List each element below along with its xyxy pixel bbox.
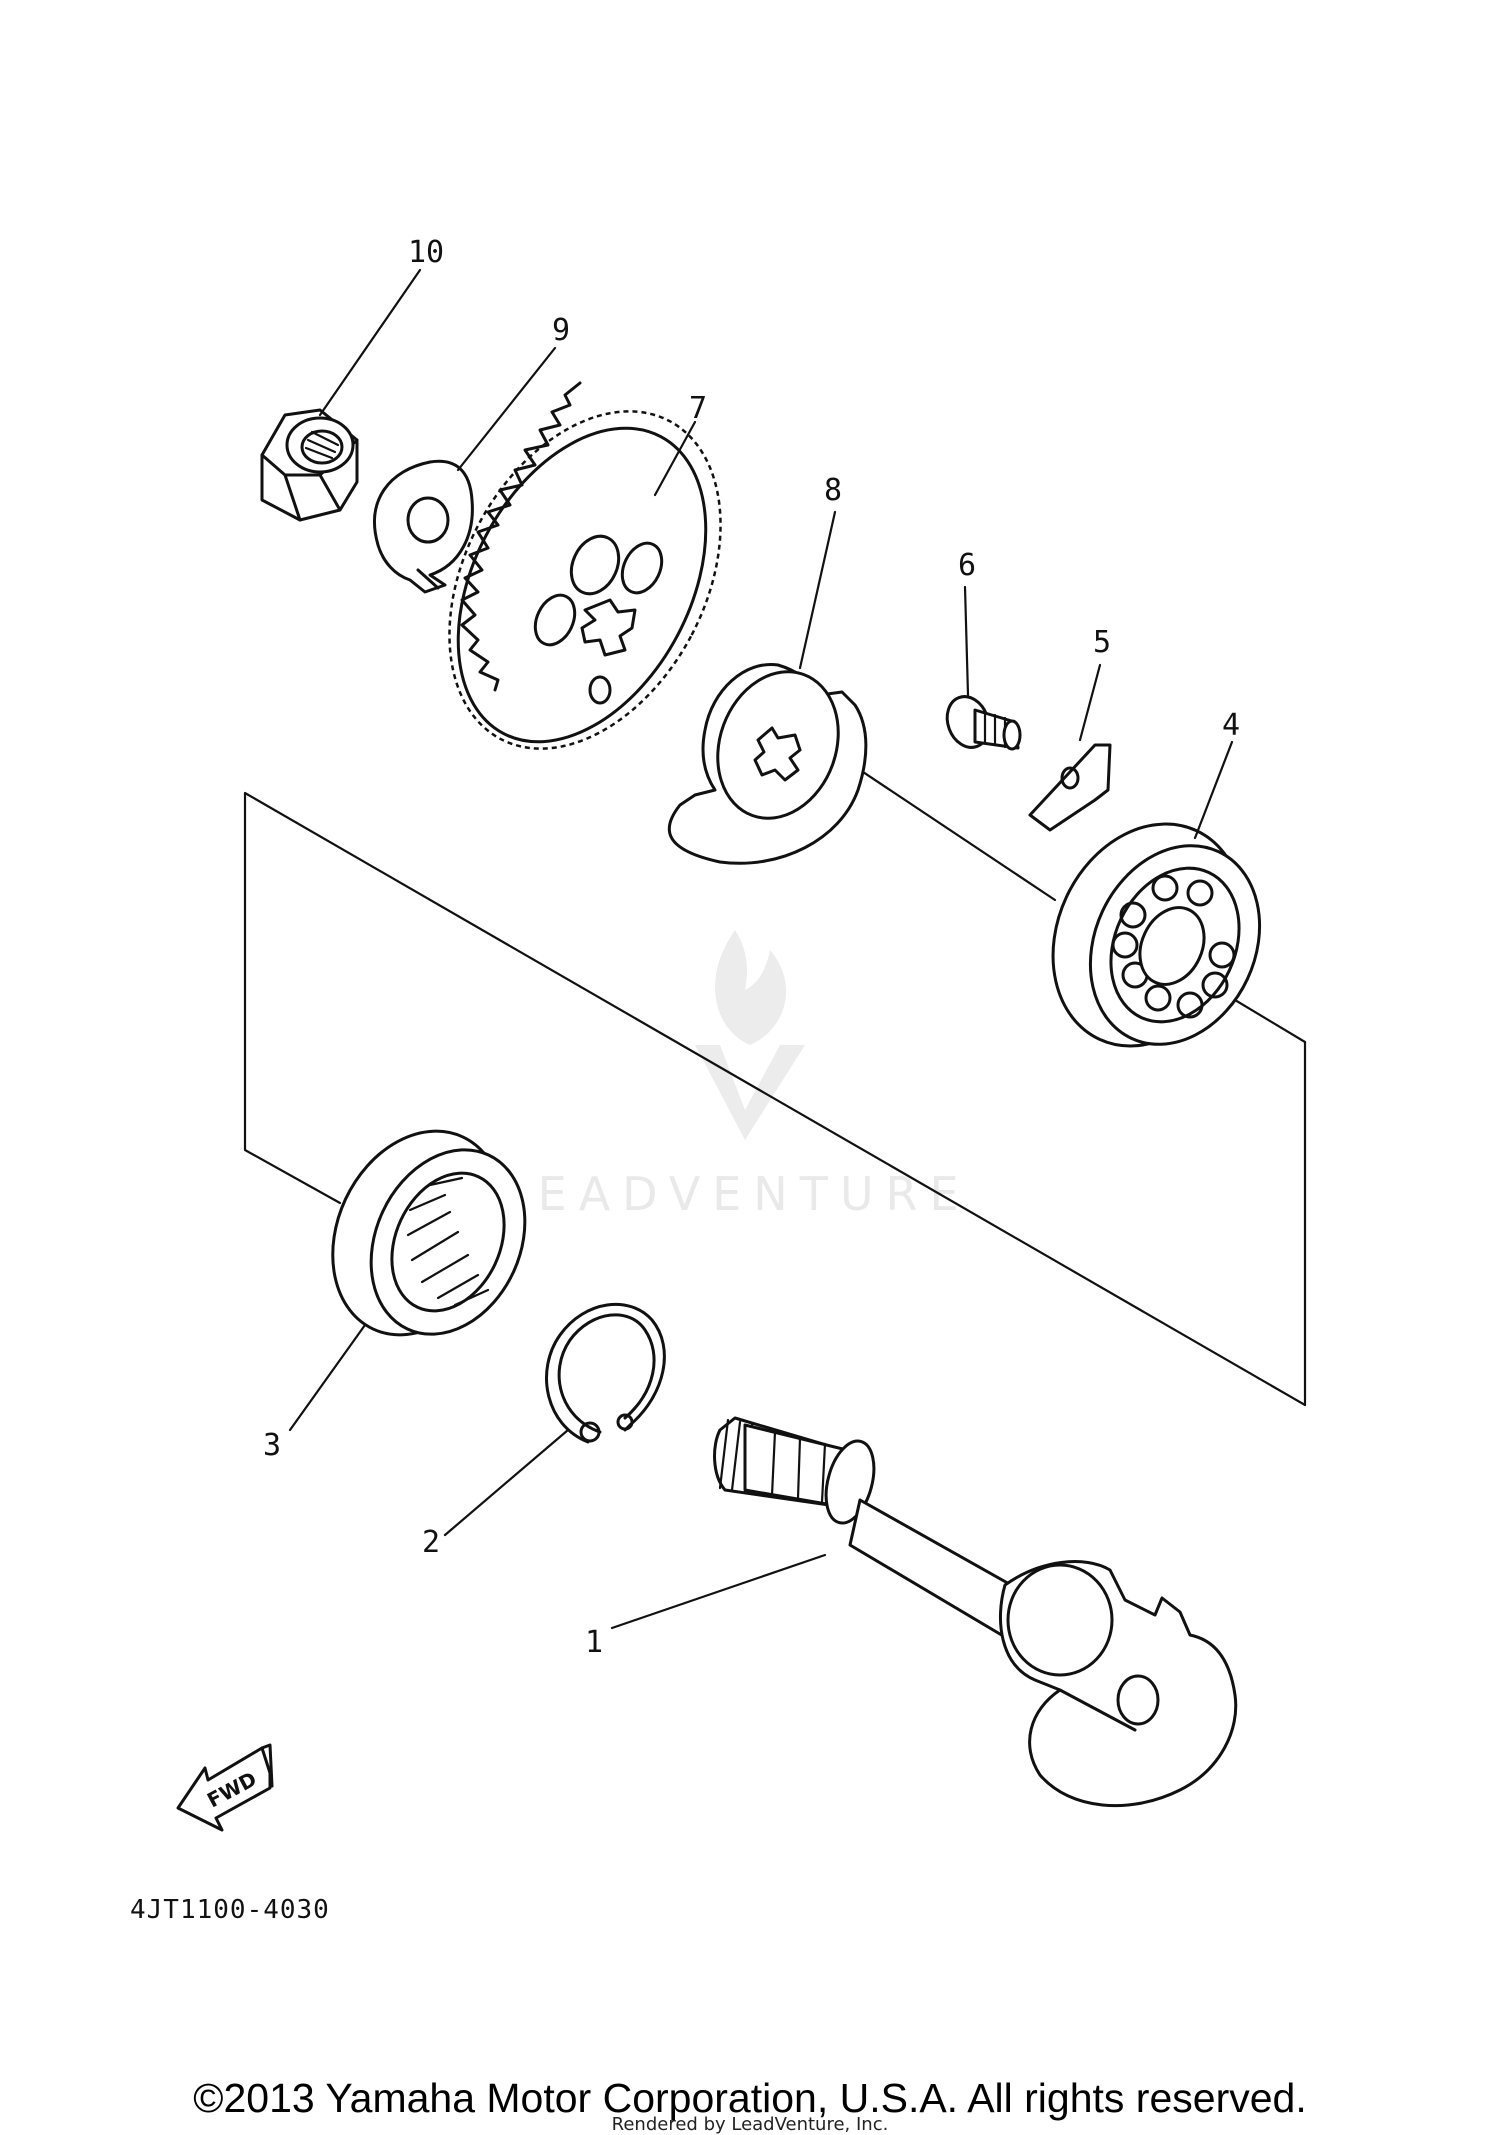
copyright-notice: ©2013 Yamaha Motor Corporation, U.S.A. A… [193, 2075, 1306, 2121]
part-1-kick-shaft [713, 1416, 1238, 1808]
callout-2: 2 [422, 1525, 440, 1560]
callout-1: 1 [585, 1625, 603, 1660]
callout-3: 3 [263, 1428, 281, 1463]
callout-numbers: 1 2 3 4 5 6 7 8 9 10 [263, 235, 1240, 1660]
watermark-text: LEADVENTURE [500, 1167, 971, 1221]
part-6-screw [945, 695, 1022, 751]
callout-6: 6 [958, 548, 976, 583]
diagram-code: 4JT1100-4030 [130, 1895, 330, 1925]
part-2-circlip [545, 1302, 666, 1444]
watermark: LEADVENTURE [500, 930, 971, 1221]
fwd-arrow: FWD [176, 1743, 274, 1832]
callout-9: 9 [552, 313, 570, 348]
part-9-lock-washer [373, 459, 474, 594]
part-8-ratchet [667, 662, 868, 865]
leader-lines [288, 268, 1234, 1630]
callout-7: 7 [689, 391, 707, 426]
part-10-nut [260, 408, 359, 522]
callout-8: 8 [824, 473, 842, 508]
part-3-needle-bearing [331, 1129, 527, 1337]
callout-4: 4 [1222, 708, 1240, 743]
callout-5: 5 [1093, 625, 1111, 660]
part-4-ball-bearing [1051, 822, 1262, 1048]
part-7-kick-gear [448, 381, 722, 750]
part-5-stopper-plate [1028, 743, 1112, 832]
watermark-flame-icon [715, 930, 787, 1045]
rendered-by-notice: Rendered by LeadVenture, Inc. [612, 2114, 889, 2135]
callout-10: 10 [408, 235, 444, 270]
watermark-v-icon [695, 1045, 805, 1140]
